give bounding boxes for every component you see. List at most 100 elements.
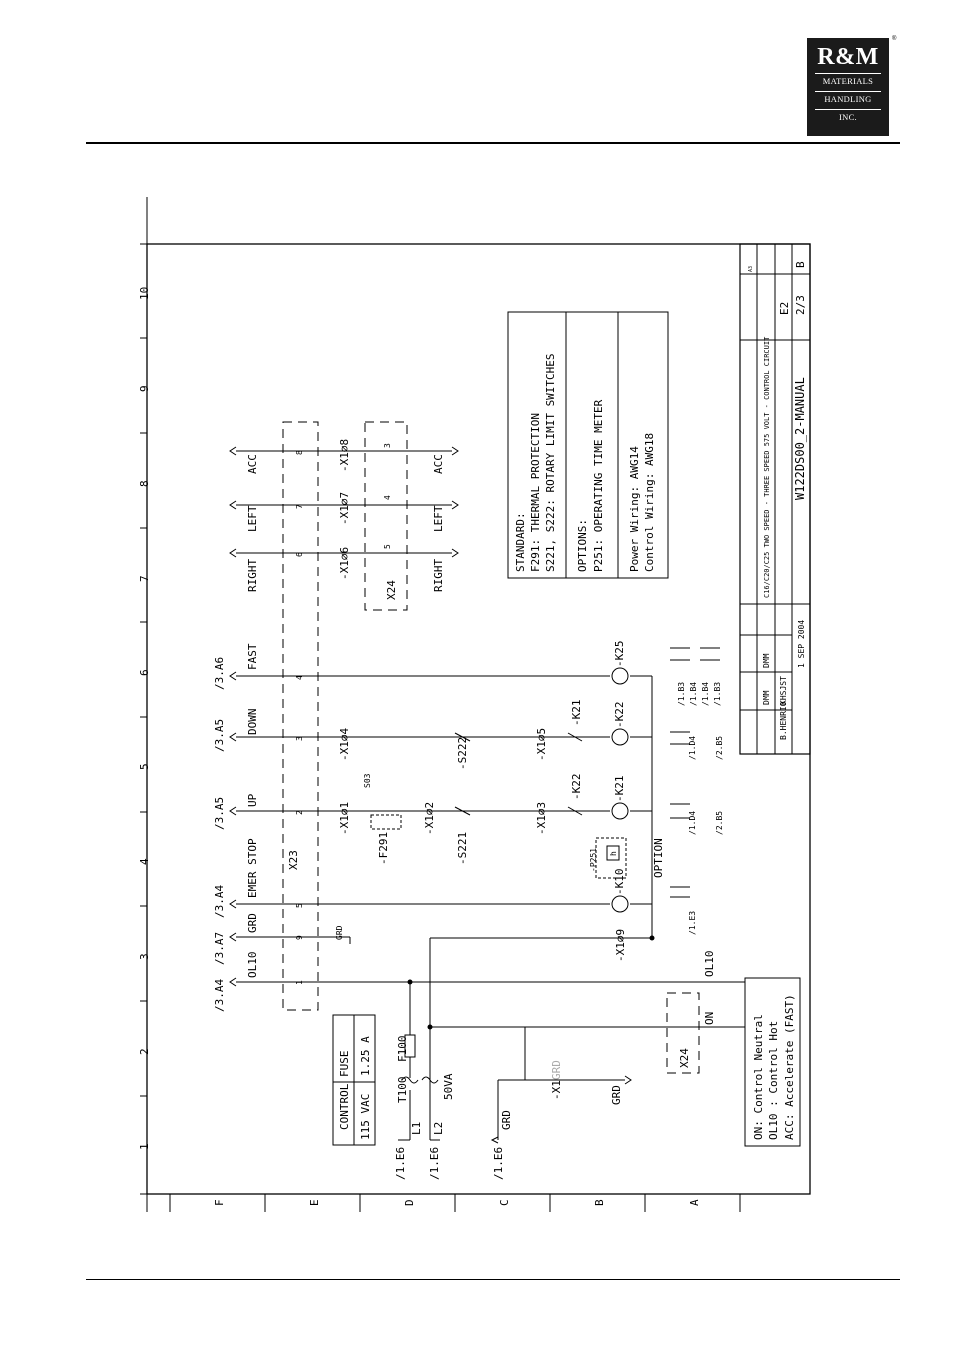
comp-option: OPTION (652, 838, 665, 878)
wire-label-6: FAST (246, 643, 259, 670)
terminal-x109: -X1⌀9 (614, 929, 627, 962)
tb-title: C16/C20/C25 TWO SPEED - THREE SPEED 575 … (763, 336, 771, 598)
grid-col-9: 9 (138, 385, 151, 392)
comp-p251: -P251 (589, 848, 598, 872)
terminal-x23: X23 (287, 850, 300, 870)
wire-label-7: RIGHT (246, 559, 259, 592)
terminal-x103: -X1⌀3 (535, 802, 548, 835)
grid-row-B: B (593, 1199, 606, 1206)
contact-k25a: /1.B3 (677, 682, 686, 706)
notes-control: Control Wiring: AWG18 (643, 433, 656, 572)
notes-options-head: OPTIONS: (576, 519, 589, 572)
grid-col-1: 1 (138, 1143, 151, 1150)
grid-row-D: D (403, 1199, 416, 1206)
tb-appd: DMM (762, 653, 771, 668)
wire-num-5: 3 (295, 736, 304, 741)
notes-standard-2: S221, S222: ROTARY LIMIT SWITCHES (544, 353, 557, 572)
lower-left: LEFT (432, 505, 445, 532)
footer-rule (86, 1279, 900, 1280)
fuse-title: CONTROL FUSE (338, 1051, 351, 1130)
grid-col-10: 10 (138, 287, 151, 300)
wire-num-1: 1 (295, 980, 304, 985)
wire-ref-6: /3.A6 (213, 657, 226, 690)
wire-label-3: EMER STOP (246, 838, 259, 898)
comp-k22: -K22 (613, 702, 626, 729)
wire-ref-3: /3.A4 (213, 885, 226, 918)
f100-label: F100 (396, 1036, 409, 1063)
grid-col-3: 3 (138, 953, 151, 960)
wire-label-2: GRD (246, 913, 259, 933)
input-l1-ref: /1.E6 (394, 1147, 407, 1180)
input-l2-ref: /1.E6 (428, 1147, 441, 1180)
comp-h: h (609, 851, 618, 856)
contact-k10: /1.E3 (688, 911, 697, 935)
comp-k10: -K10 (613, 869, 626, 896)
logo-handling: HANDLING (824, 94, 872, 104)
comp-s03: S03 (363, 773, 372, 788)
logo-materials: MATERIALS (822, 76, 874, 86)
wire-num-4: 2 (295, 810, 304, 815)
tb-size: A3 (748, 266, 754, 272)
grid-row-E: E (308, 1199, 321, 1206)
input-grd-label: GRD (500, 1110, 513, 1130)
logo-inc: INC. (839, 112, 857, 122)
va-label: 50VA (442, 1073, 455, 1100)
tb-code: E2 (778, 302, 791, 315)
terminal-x106: -X1⌀6 (338, 547, 351, 580)
tb-drn: DMM (762, 690, 771, 705)
grid-row-F: F (213, 1199, 226, 1206)
wire-ref-1: /3.A4 (213, 979, 226, 1012)
lower-num-3: 3 (383, 443, 392, 448)
grid-col-4: 4 (138, 858, 151, 865)
terminal-x24-top: X24 (385, 580, 398, 600)
tb-drawing: W122DS00_2-MANUAL (793, 377, 807, 500)
grid-col-8: 8 (138, 480, 151, 487)
terminal-ol10: OL10 (703, 951, 716, 978)
notes-power: Power Wiring: AWG14 (628, 446, 641, 572)
comp-k21: -K21 (613, 776, 626, 803)
tb-chk: KHSJST (779, 676, 788, 705)
notes-standard-1: F291: THERMAL PROTECTION (529, 413, 542, 572)
wire-label-1: OL10 (246, 952, 259, 979)
wire-num-6: 4 (295, 675, 304, 680)
wire-label-8: LEFT (246, 505, 259, 532)
lower-num-5: 5 (383, 544, 392, 549)
terminal-x104: -X1⌀4 (338, 728, 351, 761)
contact-k22b: /2.B5 (715, 736, 724, 760)
logo-rm: R&M (817, 44, 879, 70)
contact-k22a: /1.D4 (688, 736, 697, 760)
notes-standard-head: STANDARD: (514, 512, 527, 572)
contact-k21a: /1.D4 (688, 811, 697, 835)
legend-acc: ACC: Accelerate (FAST) (783, 994, 796, 1140)
wire-ref-4: /3.A5 (213, 797, 226, 830)
wire-num-9: 8 (295, 450, 304, 455)
terminal-grd-bottom: GRD (610, 1085, 623, 1105)
comp-k25: -K25 (613, 641, 626, 668)
fuse-amps: 1.25 A (359, 1036, 372, 1076)
terminal-x105: -X1⌀5 (535, 728, 548, 761)
wire-num-2: 9 (295, 935, 304, 940)
terminal-x1: -X1 (550, 1080, 563, 1100)
contact-k25c: /1.B4 (701, 682, 710, 706)
contact-k25b: /1.B4 (689, 682, 698, 706)
terminal-x108: -X1⌀8 (338, 439, 351, 472)
terminal-on: ON (703, 1012, 716, 1025)
wire-ref-2: /3.A7 (213, 932, 226, 965)
l2-label: L2 (432, 1122, 445, 1135)
legend-on: ON: Control Neutral (752, 1014, 765, 1140)
input-grd-ref: /1.E6 (492, 1147, 505, 1180)
contact-k21b: /2.B5 (715, 811, 724, 835)
grid-col-5: 5 (138, 763, 151, 770)
l1-label: L1 (410, 1122, 423, 1135)
t100-label: T100 (396, 1077, 409, 1104)
lower-num-4: 4 (383, 495, 392, 500)
terminal-x1-grd: GRD (550, 1060, 563, 1080)
comp-k22-nc: -K22 (570, 774, 583, 801)
wire-ref-5: /3.A5 (213, 719, 226, 752)
wire-label-5: DOWN (246, 709, 259, 736)
tb-rev: B (794, 261, 807, 268)
terminal-x101: -X1⌀1 (338, 802, 351, 835)
fuse-voltage: 115 VAC (359, 1094, 372, 1140)
comp-k21-nc: -K21 (570, 700, 583, 727)
